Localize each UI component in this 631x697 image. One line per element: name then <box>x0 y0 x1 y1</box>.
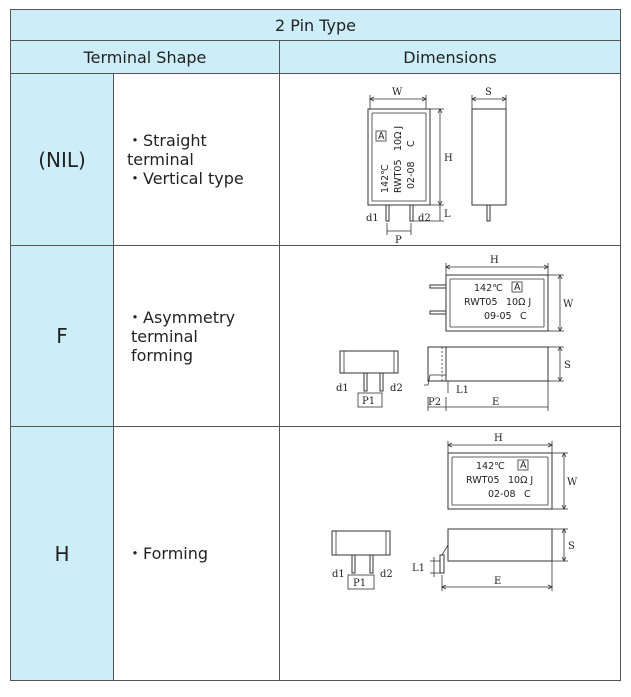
straight-terminal-diagram: W 142℃ RWT05 10Ω J 02-08 C A <box>366 87 507 245</box>
forming-diagram: H 142℃ A RWT05 10Ω J 02-08 C W <box>331 433 578 591</box>
label-d1: d1 <box>336 383 349 394</box>
terminal-code: (NIL) <box>10 73 114 246</box>
marking-model: RWT05 <box>393 159 404 193</box>
marking-code: C <box>524 489 531 500</box>
marking-temp: 142℃ <box>474 283 503 294</box>
label-w: W <box>567 477 578 488</box>
dimension-drawing-h: H 142℃ A RWT05 10Ω J 02-08 C W <box>279 426 621 681</box>
desc-line: terminal <box>131 326 198 346</box>
marking-box: A <box>514 282 521 293</box>
label-p: P <box>395 235 402 245</box>
label-l1: L1 <box>412 563 425 574</box>
header-terminal-shape: Terminal Shape <box>10 40 280 74</box>
marking-model: RWT05 <box>464 297 498 308</box>
marking-code: C <box>520 311 527 322</box>
terminal-description: ・Forming <box>113 426 280 681</box>
marking-value: 10Ω J <box>393 125 404 150</box>
label-d2: d2 <box>380 569 393 580</box>
label-d1: d1 <box>332 569 345 580</box>
label-h: H <box>494 433 503 444</box>
label-p1: P1 <box>353 578 366 589</box>
label-h: H <box>490 255 499 266</box>
label-h: H <box>444 153 453 164</box>
label-e: E <box>494 576 501 587</box>
marking-date: 02-08 <box>488 489 516 500</box>
label-d1: d1 <box>366 213 379 224</box>
marking-value: 10Ω J <box>506 297 531 308</box>
marking-value: 10Ω J <box>508 475 533 486</box>
desc-line: ・Asymmetry <box>127 307 236 327</box>
terminal-code: F <box>10 245 114 427</box>
dimension-drawing-nil: W 142℃ RWT05 10Ω J 02-08 C A <box>279 73 621 246</box>
table-row: F ・Asymmetry terminal forming H 142℃ <box>10 245 621 427</box>
marking-model: RWT05 <box>466 475 500 486</box>
marking-code: C <box>406 140 417 147</box>
desc-line: forming <box>131 345 194 365</box>
marking-box: A <box>378 131 385 142</box>
label-l: L <box>444 209 451 220</box>
label-s: S <box>568 541 575 552</box>
label-e: E <box>492 397 499 408</box>
terminal-description: ・Straight terminal ・Vertical type <box>113 73 280 246</box>
marking-temp: 142℃ <box>476 461 505 472</box>
table-title: 2 Pin Type <box>10 9 621 41</box>
desc-line: ・Forming <box>127 544 209 563</box>
spec-table: 2 Pin Type Terminal Shape Dimensions (NI… <box>10 9 621 681</box>
label-p2: P2 <box>428 397 441 408</box>
asymmetry-forming-diagram: H 142℃ A RWT05 10Ω J 09-05 C W <box>336 255 574 411</box>
desc-line: ・Vertical type <box>127 169 244 188</box>
label-s: S <box>564 360 571 371</box>
desc-line: ・Straight <box>127 131 207 150</box>
label-w: W <box>392 87 403 98</box>
dimension-drawing-f: H 142℃ A RWT05 10Ω J 09-05 C W <box>279 245 621 427</box>
table-row: (NIL) ・Straight terminal ・Vertical type … <box>10 73 621 246</box>
label-l1: L1 <box>456 385 469 396</box>
marking-date: 02-08 <box>406 161 417 189</box>
table-row: H ・Forming H 142℃ A RWT05 10Ω J 02 <box>10 426 621 681</box>
label-s: S <box>485 87 492 98</box>
desc-line: terminal <box>127 150 194 169</box>
marking-temp: 142℃ <box>380 163 391 192</box>
terminal-description: ・Asymmetry terminal forming <box>113 245 280 427</box>
label-p1: P1 <box>362 396 375 407</box>
label-w: W <box>563 299 574 310</box>
header-dimensions: Dimensions <box>279 40 621 74</box>
label-d2: d2 <box>418 213 431 224</box>
label-d2: d2 <box>390 383 403 394</box>
marking-date: 09-05 <box>484 311 512 322</box>
marking-box: A <box>520 460 527 471</box>
terminal-code: H <box>10 426 114 681</box>
